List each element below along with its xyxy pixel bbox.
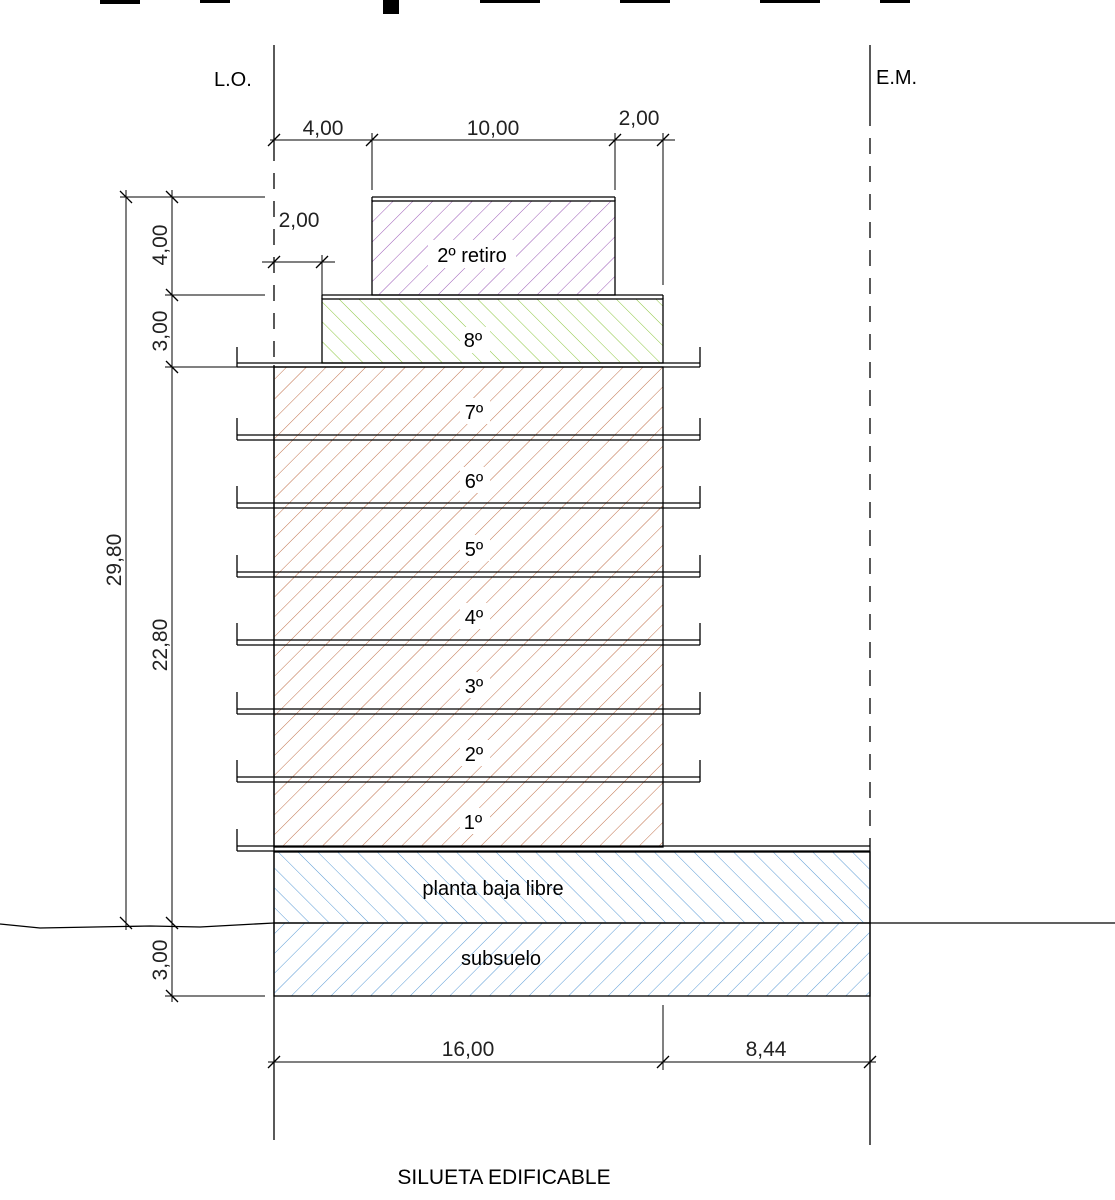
subsuelo-block (273, 922, 871, 997)
floor-1-label: 1º (464, 812, 483, 834)
subsuelo-label: subsuelo (461, 948, 541, 970)
floor-7-label: 7º (465, 402, 484, 424)
dim-top-mid: 10,00 (467, 117, 520, 140)
planta-baja-block (273, 851, 871, 924)
bottom-dimension-chain (267, 1005, 877, 1070)
top-dimension-chain (267, 133, 675, 285)
dim-bottom-left: 16,00 (442, 1038, 495, 1061)
floor-4-label: 4º (465, 607, 484, 629)
ground-line (0, 922, 1115, 929)
dim-height-total: 29,80 (103, 534, 126, 587)
retiro-2-label: 2º retiro (437, 245, 507, 267)
inner-setback-dimension (262, 255, 335, 295)
vertical-dim-total (119, 190, 265, 930)
floor-3-label: 3º (465, 676, 484, 698)
floor-5-label: 5º (465, 539, 484, 561)
floor-2-label: 2º (465, 744, 484, 766)
dim-bottom-right: 8,44 (746, 1038, 787, 1061)
clipped-title-fragment (100, 0, 910, 14)
dim-top-right: 2,00 (619, 107, 660, 130)
floor-8-label: 8º (464, 330, 483, 352)
planta-baja-label: planta baja libre (422, 878, 563, 900)
dim-height-sub: 3,00 (149, 940, 172, 981)
floor-8-block (321, 298, 664, 364)
floor-6-label: 6º (465, 471, 484, 493)
drawing-caption: SILUETA EDIFICABLE (397, 1166, 610, 1189)
floor-labels: 7º 6º 5º 4º 3º 2º 1º (460, 398, 490, 834)
dim-inner-setback: 2,00 (279, 209, 320, 232)
em-label: E.M. (876, 67, 917, 89)
dim-height-retiro: 4,00 (149, 225, 172, 266)
dim-top-left: 4,00 (303, 117, 344, 140)
dim-height-body: 22,80 (149, 619, 172, 672)
vertical-dim-chain (165, 190, 265, 1003)
dim-height-8: 3,00 (149, 311, 172, 352)
lo-label: L.O. (214, 69, 252, 91)
